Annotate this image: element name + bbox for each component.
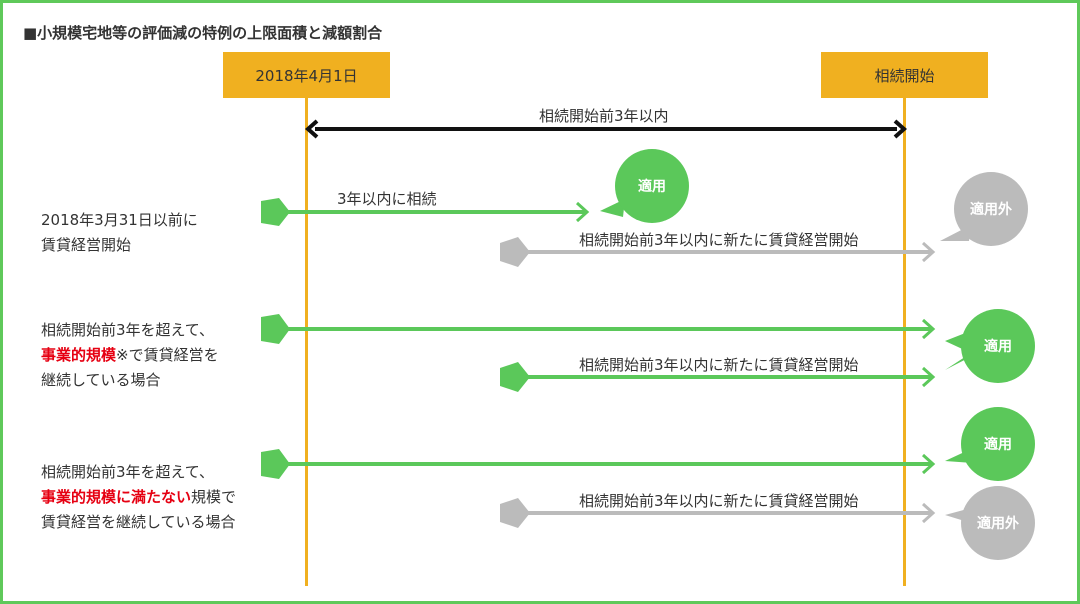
span-double-arrow [304,119,908,139]
inheritance-start-line [903,98,906,586]
row3-label-highlight: 事業的規模に満たない [41,488,192,506]
diagram-graphics: 適用 適用外 適用 適用 適用外 [261,119,1035,560]
row3-label-line2-rest: 規模で [191,488,237,506]
result-bubble-row1-applied: 適用 [600,149,689,223]
row1-label-line2: 賃貸経営開始 [41,236,132,254]
row3-label-line3: 賃貸経営を継続している場合 [41,513,236,531]
row1-arrow1 [261,198,590,226]
row3-label-line1: 相続開始前3年を超えて、 [41,463,215,481]
row2-label: 相続開始前3年を超えて、 事業的規模※で賃貸経営を 継続している場合 [41,318,219,393]
row2-label-line2-rest: ※で賃貸経営を [116,346,219,364]
row3-arrow1 [261,449,936,479]
span-label: 相続開始前3年以内 [539,107,669,125]
inheritance-start-label: 相続開始 [874,66,935,85]
diagram-title: ■小規模宅地等の評価減の特例の上限面積と減額割合 [23,24,383,42]
bubble-text: 適用 [984,436,1012,453]
row1-label: 2018年3月31日以前に 賃貸経営開始 [41,208,198,258]
row2-label-line2: 事業的規模※で賃貸経営を [41,343,219,368]
bubble-text: 適用 [984,338,1012,355]
row3-label: 相続開始前3年を超えて、 事業的規模に満たない規模で 賃貸経営を継続している場合 [41,460,236,535]
inheritance-start-box: 相続開始 [821,52,988,98]
start-date-box: 2018年4月1日 [223,52,390,98]
row2-label-line3: 継続している場合 [41,371,161,389]
result-bubble-row3-excluded: 適用外 [945,486,1035,560]
row2-arrow1 [261,314,936,344]
row3-label-line2: 事業的規模に満たない規模で [41,485,236,510]
row2-arrow2-label: 相続開始前3年以内に新たに賃貸経営開始 [579,356,859,374]
row1-arrow2-label: 相続開始前3年以内に新たに賃貸経営開始 [579,231,859,249]
bubble-text: 適用 [638,178,666,195]
result-bubble-row2-applied: 適用 [945,309,1035,383]
row1-arrow1-label: 3年以内に相続 [337,190,437,208]
row2-arrow2 [500,362,936,392]
row3-arrow2-label: 相続開始前3年以内に新たに賃貸経営開始 [579,492,859,510]
start-date-line [305,98,308,586]
row1-label-line1: 2018年3月31日以前に [41,211,198,229]
start-date-label: 2018年4月1日 [255,66,358,85]
result-bubble-row1-excluded: 適用外 [940,172,1028,246]
result-bubble-row3-applied: 適用 [945,407,1035,481]
row2-label-line1: 相続開始前3年を超えて、 [41,321,215,339]
bubble-text: 適用外 [970,201,1012,218]
row1-arrow2 [500,237,936,267]
row3-arrow2 [500,498,936,528]
bubble-text: 適用外 [977,515,1019,532]
row2-label-highlight: 事業的規模 [41,346,117,364]
